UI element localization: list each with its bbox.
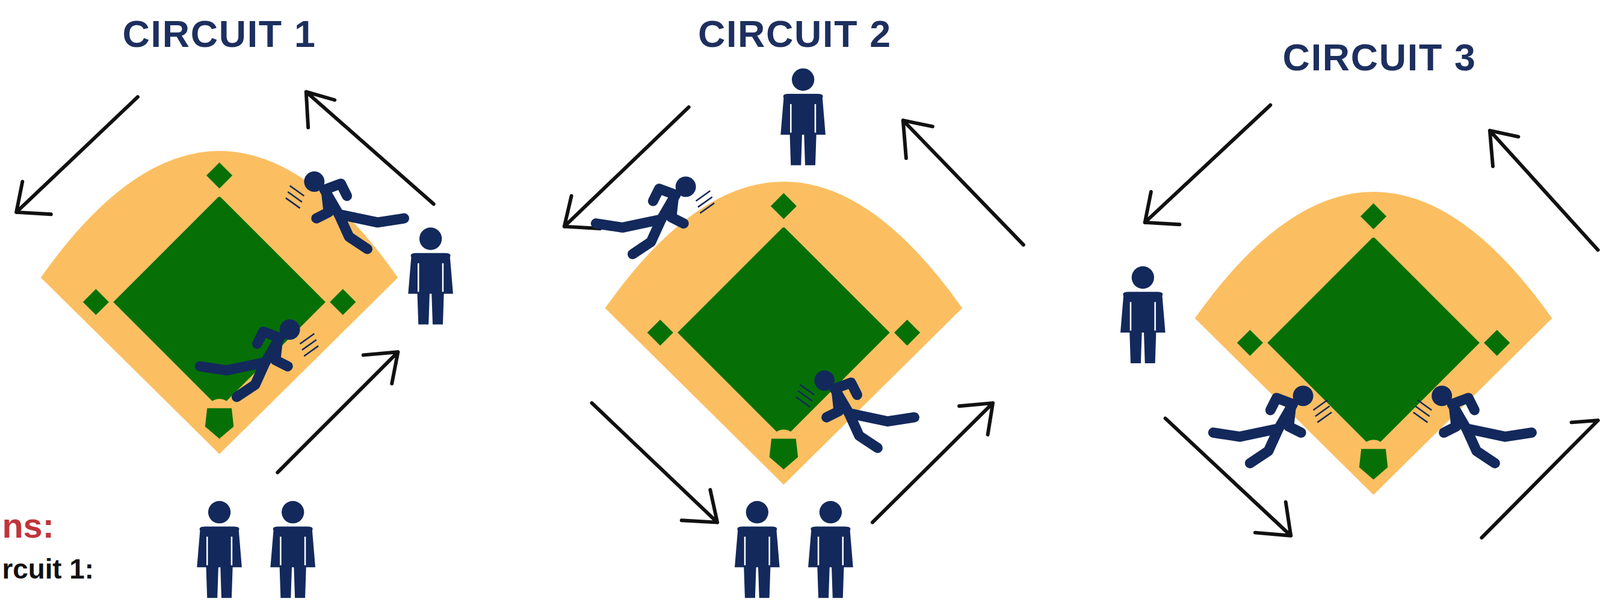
circuit-title: CIRCUIT 3 <box>1282 36 1477 80</box>
circuit-title: CIRCUIT 2 <box>698 13 892 56</box>
section-heading: ns: <box>1 506 54 546</box>
circuit-note: rcuit 1: <box>1 553 94 586</box>
circuit-title: CIRCUIT 1 <box>122 13 316 56</box>
